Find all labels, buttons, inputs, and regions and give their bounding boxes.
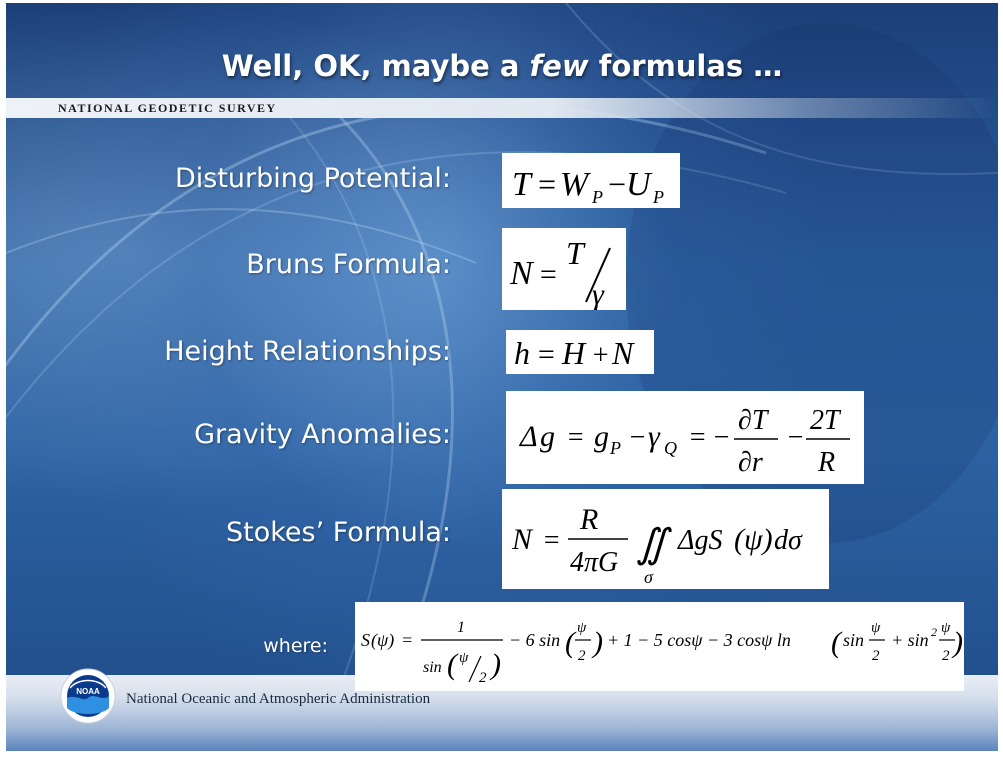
svg-text:g: g <box>540 420 555 453</box>
svg-text:Δ: Δ <box>519 420 538 453</box>
svg-text:∂r: ∂r <box>738 447 763 478</box>
svg-text:−: − <box>786 422 805 453</box>
svg-text:ψ: ψ <box>871 620 881 636</box>
svg-text:T: T <box>566 235 586 271</box>
formula-gravity-anomalies: Δ g = g P − γ Q = − ∂T ∂r − 2T R <box>506 391 864 484</box>
svg-text:2: 2 <box>479 670 487 686</box>
svg-text:(: ( <box>447 648 459 681</box>
svg-text:S: S <box>361 630 370 650</box>
svg-text:− 6 sin: − 6 sin <box>509 630 560 650</box>
svg-text:=: = <box>688 422 707 453</box>
svg-text:P: P <box>652 187 664 207</box>
slide: Well, OK, maybe a few formulas … NATIONA… <box>6 3 998 751</box>
svg-text:σ: σ <box>644 567 654 587</box>
svg-text:ΔgS: ΔgS <box>677 525 722 556</box>
svg-text:P: P <box>591 187 603 207</box>
svg-text:sin: sin <box>843 630 864 650</box>
slide-title: Well, OK, maybe a few formulas … <box>221 49 783 83</box>
formula-stokes-function: S (ψ) = 1 sin ( ψ 2 ) − 6 sin ( ψ 2 ) + … <box>355 602 964 691</box>
svg-text:+ 1 − 5 cosψ − 3 cosψ ln: + 1 − 5 cosψ − 3 cosψ ln <box>607 630 791 650</box>
svg-text:1: 1 <box>457 619 465 636</box>
formula-disturbing-potential: T = W P − U P <box>502 153 680 208</box>
svg-text:−: − <box>712 422 731 453</box>
svg-text:=: = <box>566 422 585 453</box>
svg-text:=: = <box>542 525 561 556</box>
svg-text:+: + <box>591 340 610 371</box>
svg-text:2: 2 <box>931 625 937 639</box>
label-disturbing-potential: Disturbing Potential: <box>174 163 451 194</box>
svg-text:ψ: ψ <box>577 620 587 636</box>
svg-text:T: T <box>512 166 533 203</box>
formula-bruns: N = T γ <box>502 228 626 310</box>
svg-text:−: − <box>606 166 628 202</box>
svg-text:(ψ): (ψ) <box>734 523 773 556</box>
svg-text:(: ( <box>831 626 843 659</box>
svg-text:=: = <box>536 166 558 202</box>
svg-text:γ: γ <box>592 278 605 310</box>
svg-text:(ψ): (ψ) <box>371 630 394 651</box>
svg-text:W: W <box>560 166 591 203</box>
svg-text:N: N <box>611 335 635 371</box>
svg-text:=: = <box>401 630 413 650</box>
svg-text:2: 2 <box>872 648 880 664</box>
svg-text:2: 2 <box>942 648 950 664</box>
svg-text:+ sin: + sin <box>891 630 929 650</box>
svg-text:(: ( <box>565 626 577 659</box>
svg-text:N: N <box>511 523 534 556</box>
svg-text:−: − <box>628 422 647 453</box>
noaa-logo: NOAA <box>60 668 116 724</box>
svg-text:N: N <box>509 255 535 292</box>
formula-stokes: N = R 4πG ∬ σ ΔgS (ψ) dσ <box>502 489 829 589</box>
svg-text:ψ: ψ <box>941 620 951 636</box>
svg-text:γ: γ <box>648 420 661 453</box>
svg-text:g: g <box>594 420 609 453</box>
svg-text:2T: 2T <box>810 405 842 436</box>
svg-text:R: R <box>817 447 835 478</box>
svg-text:4πG: 4πG <box>570 547 618 578</box>
footer-organization: National Oceanic and Atmospheric Adminis… <box>126 691 431 707</box>
svg-text:U: U <box>626 166 653 203</box>
svg-text:): ) <box>951 626 963 659</box>
svg-text:ψ: ψ <box>459 650 469 666</box>
title-emphasis: few <box>529 49 589 83</box>
svg-text:∂T: ∂T <box>738 405 770 436</box>
label-bruns-formula: Bruns Formula: <box>246 249 451 280</box>
label-stokes-formula: Stokes’ Formula: <box>225 517 451 548</box>
svg-text:∬: ∬ <box>636 521 672 566</box>
svg-text:=: = <box>536 338 556 371</box>
svg-text:dσ: dσ <box>774 525 803 556</box>
svg-text:): ) <box>489 648 501 681</box>
svg-text:2: 2 <box>578 648 586 664</box>
noaa-logo-text: NOAA <box>76 687 100 696</box>
svg-text:sin: sin <box>423 659 442 676</box>
label-gravity-anomalies: Gravity Anomalies: <box>194 419 451 450</box>
label-where: where: <box>263 635 328 657</box>
organization-label: NATIONAL GEODETIC SURVEY <box>58 101 277 115</box>
svg-text:R: R <box>579 503 598 536</box>
header-band <box>6 98 998 118</box>
svg-text:=: = <box>538 258 558 291</box>
svg-text:h: h <box>514 335 530 371</box>
svg-text:): ) <box>591 626 603 659</box>
svg-text:P: P <box>609 438 621 458</box>
svg-text:Q: Q <box>664 438 677 458</box>
svg-text:H: H <box>561 335 587 371</box>
formula-height-relationships: h = H + N <box>506 330 654 374</box>
label-height-relationships: Height Relationships: <box>164 336 451 367</box>
